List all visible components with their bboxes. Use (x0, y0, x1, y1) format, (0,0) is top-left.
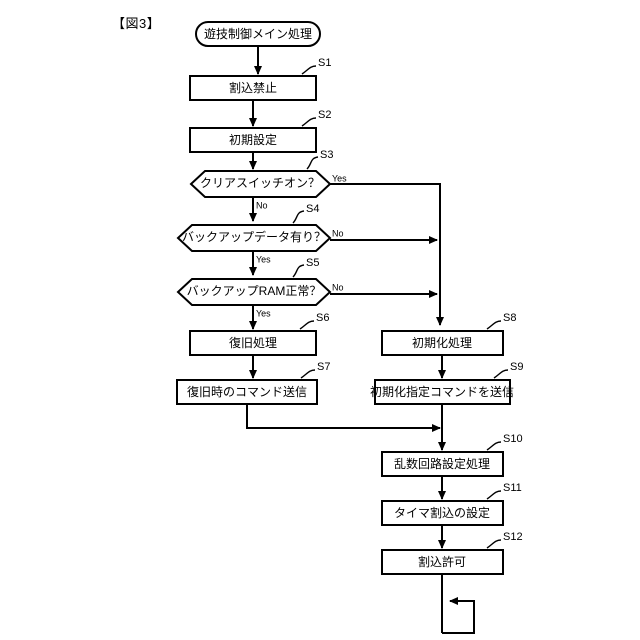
leader-s2 (301, 117, 317, 127)
branch-label-s4-no: No (332, 228, 344, 238)
branch-label-s5-no: No (332, 282, 344, 292)
node-s1-label: 割込禁止 (229, 80, 277, 95)
node-start-label: 遊技制御メイン処理 (204, 26, 312, 41)
leader-s7 (300, 369, 316, 379)
leader-s1 (301, 65, 317, 75)
node-s7[interactable]: 復旧時のコマンド送信 (176, 379, 318, 405)
node-s6[interactable]: 復旧処理 (189, 330, 317, 356)
node-s2-label: 初期設定 (229, 132, 277, 147)
leader-s3 (306, 156, 319, 170)
step-label-s2: S2 (318, 109, 331, 121)
step-label-s10: S10 (503, 433, 523, 445)
node-s10-label: 乱数回路設定処理 (394, 456, 490, 471)
figure-label: 【図3】 (112, 16, 161, 31)
step-label-s7: S7 (317, 361, 330, 373)
node-s10[interactable]: 乱数回路設定処理 (381, 451, 504, 477)
branch-label-s3-no: No (256, 200, 268, 210)
step-label-s8: S8 (503, 312, 516, 324)
node-s3-label: クリアスイッチオン？ (200, 176, 320, 190)
node-s9[interactable]: 初期化指定コマンドを送信 (370, 379, 514, 405)
node-s7-label: 復旧時のコマンド送信 (187, 384, 307, 399)
node-s5-label: バックアップRAM正常？ (187, 284, 322, 298)
node-start[interactable]: 遊技制御メイン処理 (195, 21, 321, 47)
leader-s6 (299, 320, 315, 330)
node-s9-label: 初期化指定コマンドを送信 (370, 384, 514, 399)
node-s6-label: 復旧処理 (229, 335, 277, 350)
node-s2[interactable]: 初期設定 (189, 127, 317, 153)
step-label-s4: S4 (306, 203, 319, 215)
node-s8-label: 初期化処理 (412, 336, 472, 350)
edge-s3-yes-to-trunk (330, 183, 444, 326)
step-label-s12: S12 (503, 531, 523, 543)
step-label-s9: S9 (510, 361, 523, 373)
step-label-s11: S11 (503, 482, 522, 494)
step-label-s5: S5 (306, 257, 319, 269)
branch-label-s5-yes: Yes (256, 308, 271, 318)
edge-s7-to-trunk (246, 404, 441, 432)
step-label-s3: S3 (320, 149, 333, 161)
branch-label-s4-yes: Yes (256, 254, 271, 264)
leader-s5 (292, 264, 305, 278)
node-s4-label: バックアップデータ有り？ (182, 229, 326, 244)
node-s12[interactable]: 割込許可 (381, 549, 504, 575)
leader-s8 (486, 320, 502, 330)
node-s5[interactable]: バックアップRAM正常？ (176, 278, 332, 306)
leader-s9 (493, 369, 509, 379)
node-s3[interactable]: クリアスイッチオン？ (189, 170, 332, 198)
loop-path (442, 597, 475, 634)
node-infinite-loop[interactable] (442, 597, 475, 634)
leader-s10 (486, 441, 502, 451)
step-label-s1: S1 (318, 57, 331, 69)
step-label-s6: S6 (316, 312, 329, 324)
node-s12-label: 割込許可 (418, 554, 466, 569)
node-s8[interactable]: 初期化処理 (381, 330, 504, 356)
node-s11-label: タイマ割込の設定 (394, 505, 490, 520)
leader-s11 (486, 490, 502, 500)
branch-label-s3-yes: Yes (332, 173, 347, 183)
leader-s4 (292, 210, 305, 224)
node-s1[interactable]: 割込禁止 (189, 75, 317, 101)
node-s11[interactable]: タイマ割込の設定 (381, 500, 504, 526)
node-s4[interactable]: バックアップデータ有り？ (176, 224, 332, 252)
leader-s12 (486, 539, 502, 549)
